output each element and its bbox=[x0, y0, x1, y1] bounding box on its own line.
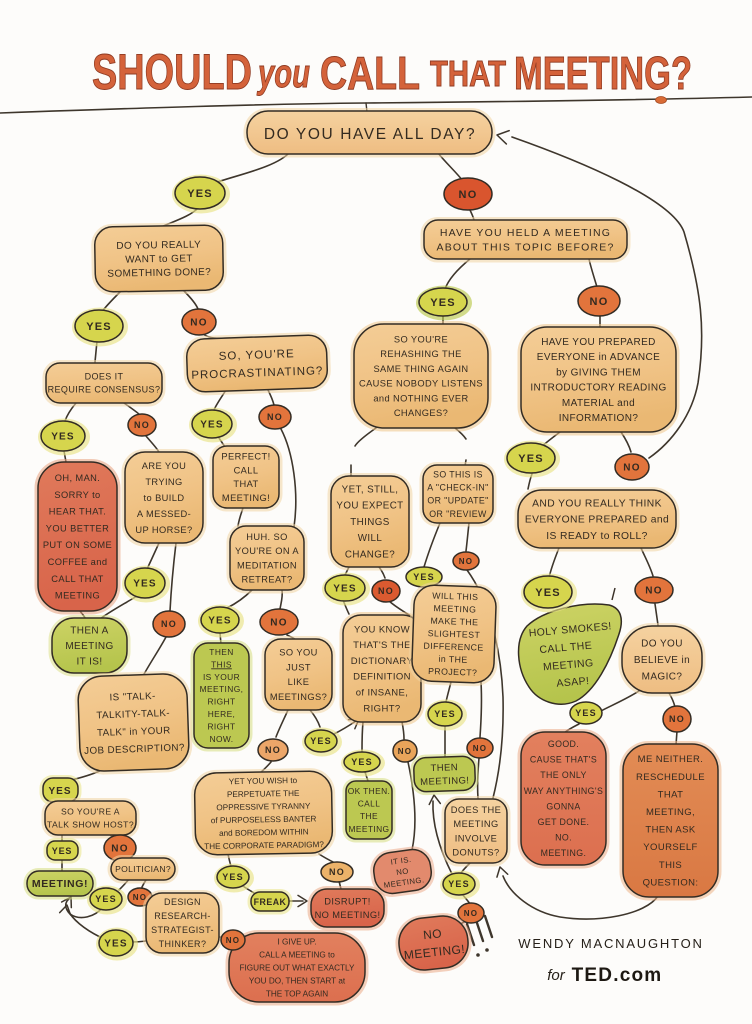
svg-text:THENMEETING!: THENMEETING! bbox=[420, 762, 470, 788]
svg-text:MEETING!: MEETING! bbox=[32, 878, 88, 890]
svg-text:NO: NO bbox=[111, 844, 128, 855]
svg-text:FREAK: FREAK bbox=[254, 897, 287, 907]
svg-text:NO: NO bbox=[378, 586, 394, 596]
svg-text:IS "TALK-TALKITY-TALK-TALK" in: IS "TALK-TALKITY-TALK-TALK" in YOURJOB D… bbox=[82, 690, 185, 757]
svg-text:NO: NO bbox=[645, 586, 662, 597]
svg-text:NO: NO bbox=[134, 420, 150, 430]
svg-text:YES: YES bbox=[351, 757, 373, 767]
svg-text:YET YOU WISH toPERPETUATE THEO: YET YOU WISH toPERPETUATE THEOPPRESSIVE … bbox=[203, 776, 325, 852]
svg-text:YES: YES bbox=[208, 616, 232, 627]
svg-text:NO: NO bbox=[398, 747, 412, 756]
svg-text:NO: NO bbox=[267, 412, 283, 422]
svg-text:NO: NO bbox=[161, 619, 177, 629]
svg-text:TED.com: TED.com bbox=[572, 965, 663, 986]
svg-text:YES: YES bbox=[200, 420, 224, 431]
svg-text:YES: YES bbox=[104, 939, 128, 950]
svg-text:WENDY MACNAUGHTON: WENDY MACNAUGHTON bbox=[518, 936, 703, 951]
svg-text:NO: NO bbox=[459, 557, 473, 566]
svg-text:SO, YOU'REPROCRASTINATING?: SO, YOU'REPROCRASTINATING? bbox=[191, 347, 324, 382]
svg-text:NO: NO bbox=[226, 936, 240, 945]
svg-text:YES: YES bbox=[310, 736, 332, 746]
svg-text:NOMEETING!: NOMEETING! bbox=[401, 924, 465, 962]
svg-text:YES: YES bbox=[51, 432, 75, 443]
svg-text:YES: YES bbox=[575, 708, 597, 718]
svg-text:NO: NO bbox=[329, 867, 345, 877]
svg-text:THAT: THAT bbox=[430, 53, 506, 94]
svg-text:YES: YES bbox=[52, 846, 72, 856]
svg-text:NO: NO bbox=[265, 745, 281, 755]
svg-text:you: you bbox=[257, 52, 310, 96]
svg-text:CALL: CALL bbox=[320, 47, 420, 99]
svg-text:SHOULD: SHOULD bbox=[92, 44, 252, 100]
svg-text:HOLY SMOKES!CALL THEMEETINGASA: HOLY SMOKES!CALL THEMEETINGASAP! bbox=[528, 620, 616, 692]
svg-text:NO: NO bbox=[270, 618, 287, 629]
svg-text:YES: YES bbox=[333, 584, 357, 595]
svg-text:YES: YES bbox=[48, 786, 71, 797]
svg-text:YES: YES bbox=[430, 297, 456, 309]
svg-text:for: for bbox=[547, 967, 566, 984]
svg-text:YES: YES bbox=[535, 587, 561, 599]
svg-text:NO: NO bbox=[623, 463, 640, 474]
svg-text:YES: YES bbox=[434, 709, 456, 719]
svg-text:YES: YES bbox=[187, 188, 213, 200]
svg-text:NO: NO bbox=[464, 909, 478, 918]
svg-text:YES: YES bbox=[222, 872, 244, 882]
svg-text:YES: YES bbox=[413, 572, 435, 582]
svg-text:YES: YES bbox=[448, 879, 470, 889]
svg-text:SO THIS ISA "CHECK-IN"OR "UPDA: SO THIS ISA "CHECK-IN"OR "UPDATE"OR "REV… bbox=[427, 469, 488, 519]
svg-text:DO YOU HAVE ALL DAY?: DO YOU HAVE ALL DAY? bbox=[264, 126, 476, 143]
svg-text:NO: NO bbox=[473, 744, 487, 753]
svg-text:YES: YES bbox=[95, 894, 117, 904]
svg-text:NO: NO bbox=[190, 318, 207, 329]
svg-text:YES: YES bbox=[518, 453, 544, 465]
svg-text:NO: NO bbox=[669, 714, 685, 724]
svg-text:POLITICIAN?: POLITICIAN? bbox=[115, 864, 171, 874]
svg-text:MEETING?: MEETING? bbox=[514, 47, 692, 99]
svg-text:DISRUPT!NO MEETING!: DISRUPT!NO MEETING! bbox=[315, 897, 381, 921]
svg-text:YES: YES bbox=[133, 579, 157, 590]
svg-text:YES: YES bbox=[86, 321, 112, 333]
svg-text:NO: NO bbox=[133, 893, 147, 902]
svg-text:WILL THISMEETINGMAKE THESLIGHT: WILL THISMEETINGMAKE THESLIGHTESTDIFFERE… bbox=[422, 590, 485, 678]
svg-text:DO YOU REALLYWANT to GETSOMETH: DO YOU REALLYWANT to GETSOMETHING DONE? bbox=[107, 239, 211, 279]
svg-text:NO: NO bbox=[459, 189, 478, 201]
svg-text:NO: NO bbox=[590, 296, 609, 308]
